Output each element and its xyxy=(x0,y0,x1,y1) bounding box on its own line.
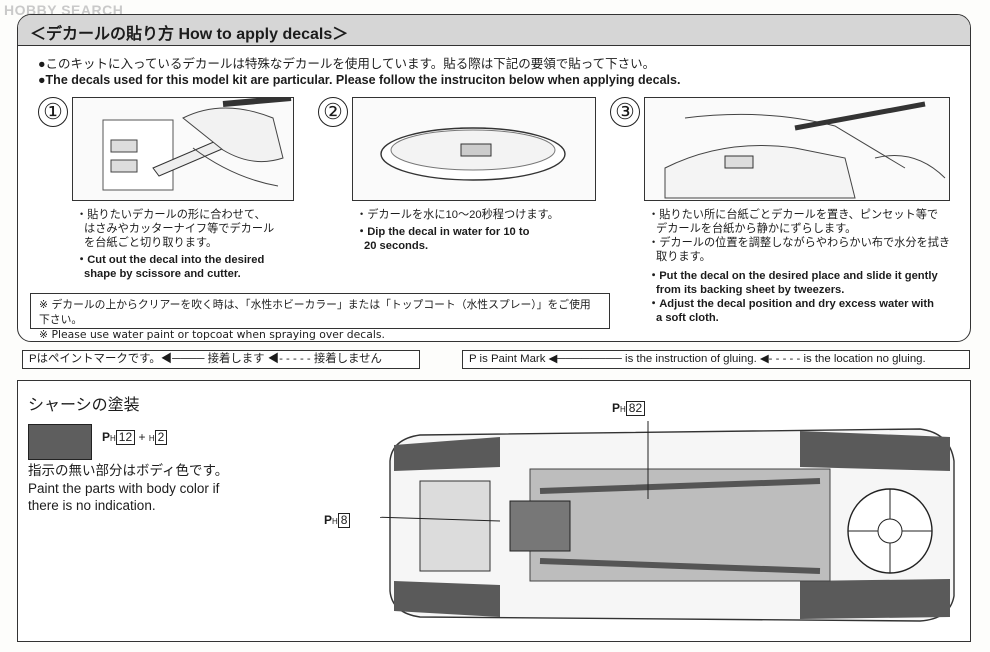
cutting-decal-illustration xyxy=(102,95,292,191)
wheel-spokes xyxy=(848,489,932,573)
note-line: ・デカールを水に10〜20秒程つけます。 xyxy=(356,209,559,221)
applying-decal-illustration xyxy=(664,101,946,199)
note-jp: 指示の無い部分はボディ色です。 xyxy=(28,463,229,479)
note-line: を台紙ごと切り取ります。 xyxy=(84,237,218,249)
paint-h: H xyxy=(110,434,116,443)
rear-box xyxy=(509,500,571,552)
panel-header xyxy=(18,15,970,46)
intro-jp: ●このキットに入っているデカールは特殊なデカールを使用しています。貼る際は下記の… xyxy=(38,57,656,71)
caution-jp: ※ デカールの上からクリアーを吹く時は、「水性ホビーカラー」または「トップコート… xyxy=(39,298,591,326)
paint-h: H xyxy=(332,517,338,526)
dark-panel xyxy=(800,431,950,471)
color-swatch xyxy=(28,424,92,460)
chassis-diagram xyxy=(380,421,955,622)
step-3-notes-en: ・Put the decal on the desired place and … xyxy=(648,269,938,325)
note-line: はさみやカッターナイフ等でデカール xyxy=(84,223,275,235)
wheel-hub xyxy=(877,518,903,544)
step-3-number: ③ xyxy=(610,97,640,127)
paint-mark: P xyxy=(612,401,621,415)
step-3-illustration xyxy=(644,97,950,201)
note-line: 取ります。 xyxy=(656,251,711,263)
note-line: 20 seconds. xyxy=(364,240,429,252)
caution-en: ※ Please use water paint or topcoat when… xyxy=(39,328,385,341)
step-2-number: ② xyxy=(318,97,348,127)
paint-mark: P xyxy=(324,513,333,527)
step-1-notes-jp: ・貼りたいデカールの形に合わせて、 はさみやカッターナイフ等でデカール を台紙ご… xyxy=(76,208,274,250)
note-line: a soft cloth. xyxy=(656,312,719,324)
step-2-illustration xyxy=(352,97,596,201)
note-line: ・貼りたい所に台紙ごとデカールを置き、ピンセット等で xyxy=(648,209,939,221)
legend-jp: Pはペイントマークです。◀──── 接着します ◀- - - - - 接着しませ… xyxy=(22,350,420,369)
paint-number: 2 xyxy=(154,430,168,445)
dark-panel xyxy=(394,437,500,471)
step-2-notes-jp: ・デカールを水に10〜20秒程つけます。 xyxy=(356,208,559,222)
paint-number: 8 xyxy=(337,513,351,528)
legend-en: P is Paint Mark ◀──────── is the instruc… xyxy=(462,350,970,369)
exhaust-pipes xyxy=(539,478,821,574)
water-dish-illustration xyxy=(380,127,566,181)
note-line: shape by scissore and cutter. xyxy=(84,268,241,280)
paint-number: 12 xyxy=(115,430,136,445)
paint-mark: P xyxy=(102,430,111,444)
panel-title: ＜デカールの貼り方 How to apply decals＞ xyxy=(30,26,349,43)
step-1-illustration xyxy=(72,95,294,201)
dark-panel xyxy=(394,581,500,617)
note-line: デカールを台紙から静かにずらします。 xyxy=(656,223,857,235)
note-line: ・Put the decal on the desired place and … xyxy=(648,270,938,282)
paint-h: H xyxy=(620,405,626,414)
intro-en: ●The decals used for this model kit are … xyxy=(38,73,681,87)
step-3-notes-jp: ・貼りたい所に台紙ごとデカールを置き、ピンセット等で デカールを台紙から静かにず… xyxy=(648,208,950,264)
note-line: ・貼りたいデカールの形に合わせて、 xyxy=(76,209,266,221)
caution-box: ※ デカールの上からクリアーを吹く時は、「水性ホビーカラー」または「トップコート… xyxy=(30,293,610,341)
decal-instructions-panel: ＜デカールの貼り方 How to apply decals＞ ●このキットに入っ… xyxy=(17,14,971,342)
note-en: Paint the parts with body color if xyxy=(28,481,220,496)
note-line: ・Dip the decal in water for 10 to xyxy=(356,226,530,238)
note-line: ・デカールの位置を調整しながらやわらかい布で水分を拭き xyxy=(648,237,951,249)
plus-sign: + xyxy=(138,430,146,444)
section-title: シャーシの塗装 xyxy=(28,395,140,414)
step-2-notes-en: ・Dip the decal in water for 10 to 20 sec… xyxy=(356,225,529,253)
paint-number: 82 xyxy=(625,401,646,416)
step-1-number: ① xyxy=(38,97,68,127)
leader-left xyxy=(380,516,501,522)
step-1-notes-en: ・Cut out the decal into the desired shap… xyxy=(76,253,264,281)
paint-h: H xyxy=(148,434,155,443)
note-en: there is no indication. xyxy=(28,498,156,513)
note-line: ・Adjust the decal position and dry exces… xyxy=(648,298,934,310)
dark-panel xyxy=(800,579,950,619)
rear-axle xyxy=(419,480,491,572)
note-line: from its backing sheet by tweezers. xyxy=(656,284,845,296)
note-line: ・Cut out the decal into the desired xyxy=(76,254,265,266)
body-color-note: 指示の無い部分はボディ色です。 Paint the parts with bod… xyxy=(28,463,228,514)
